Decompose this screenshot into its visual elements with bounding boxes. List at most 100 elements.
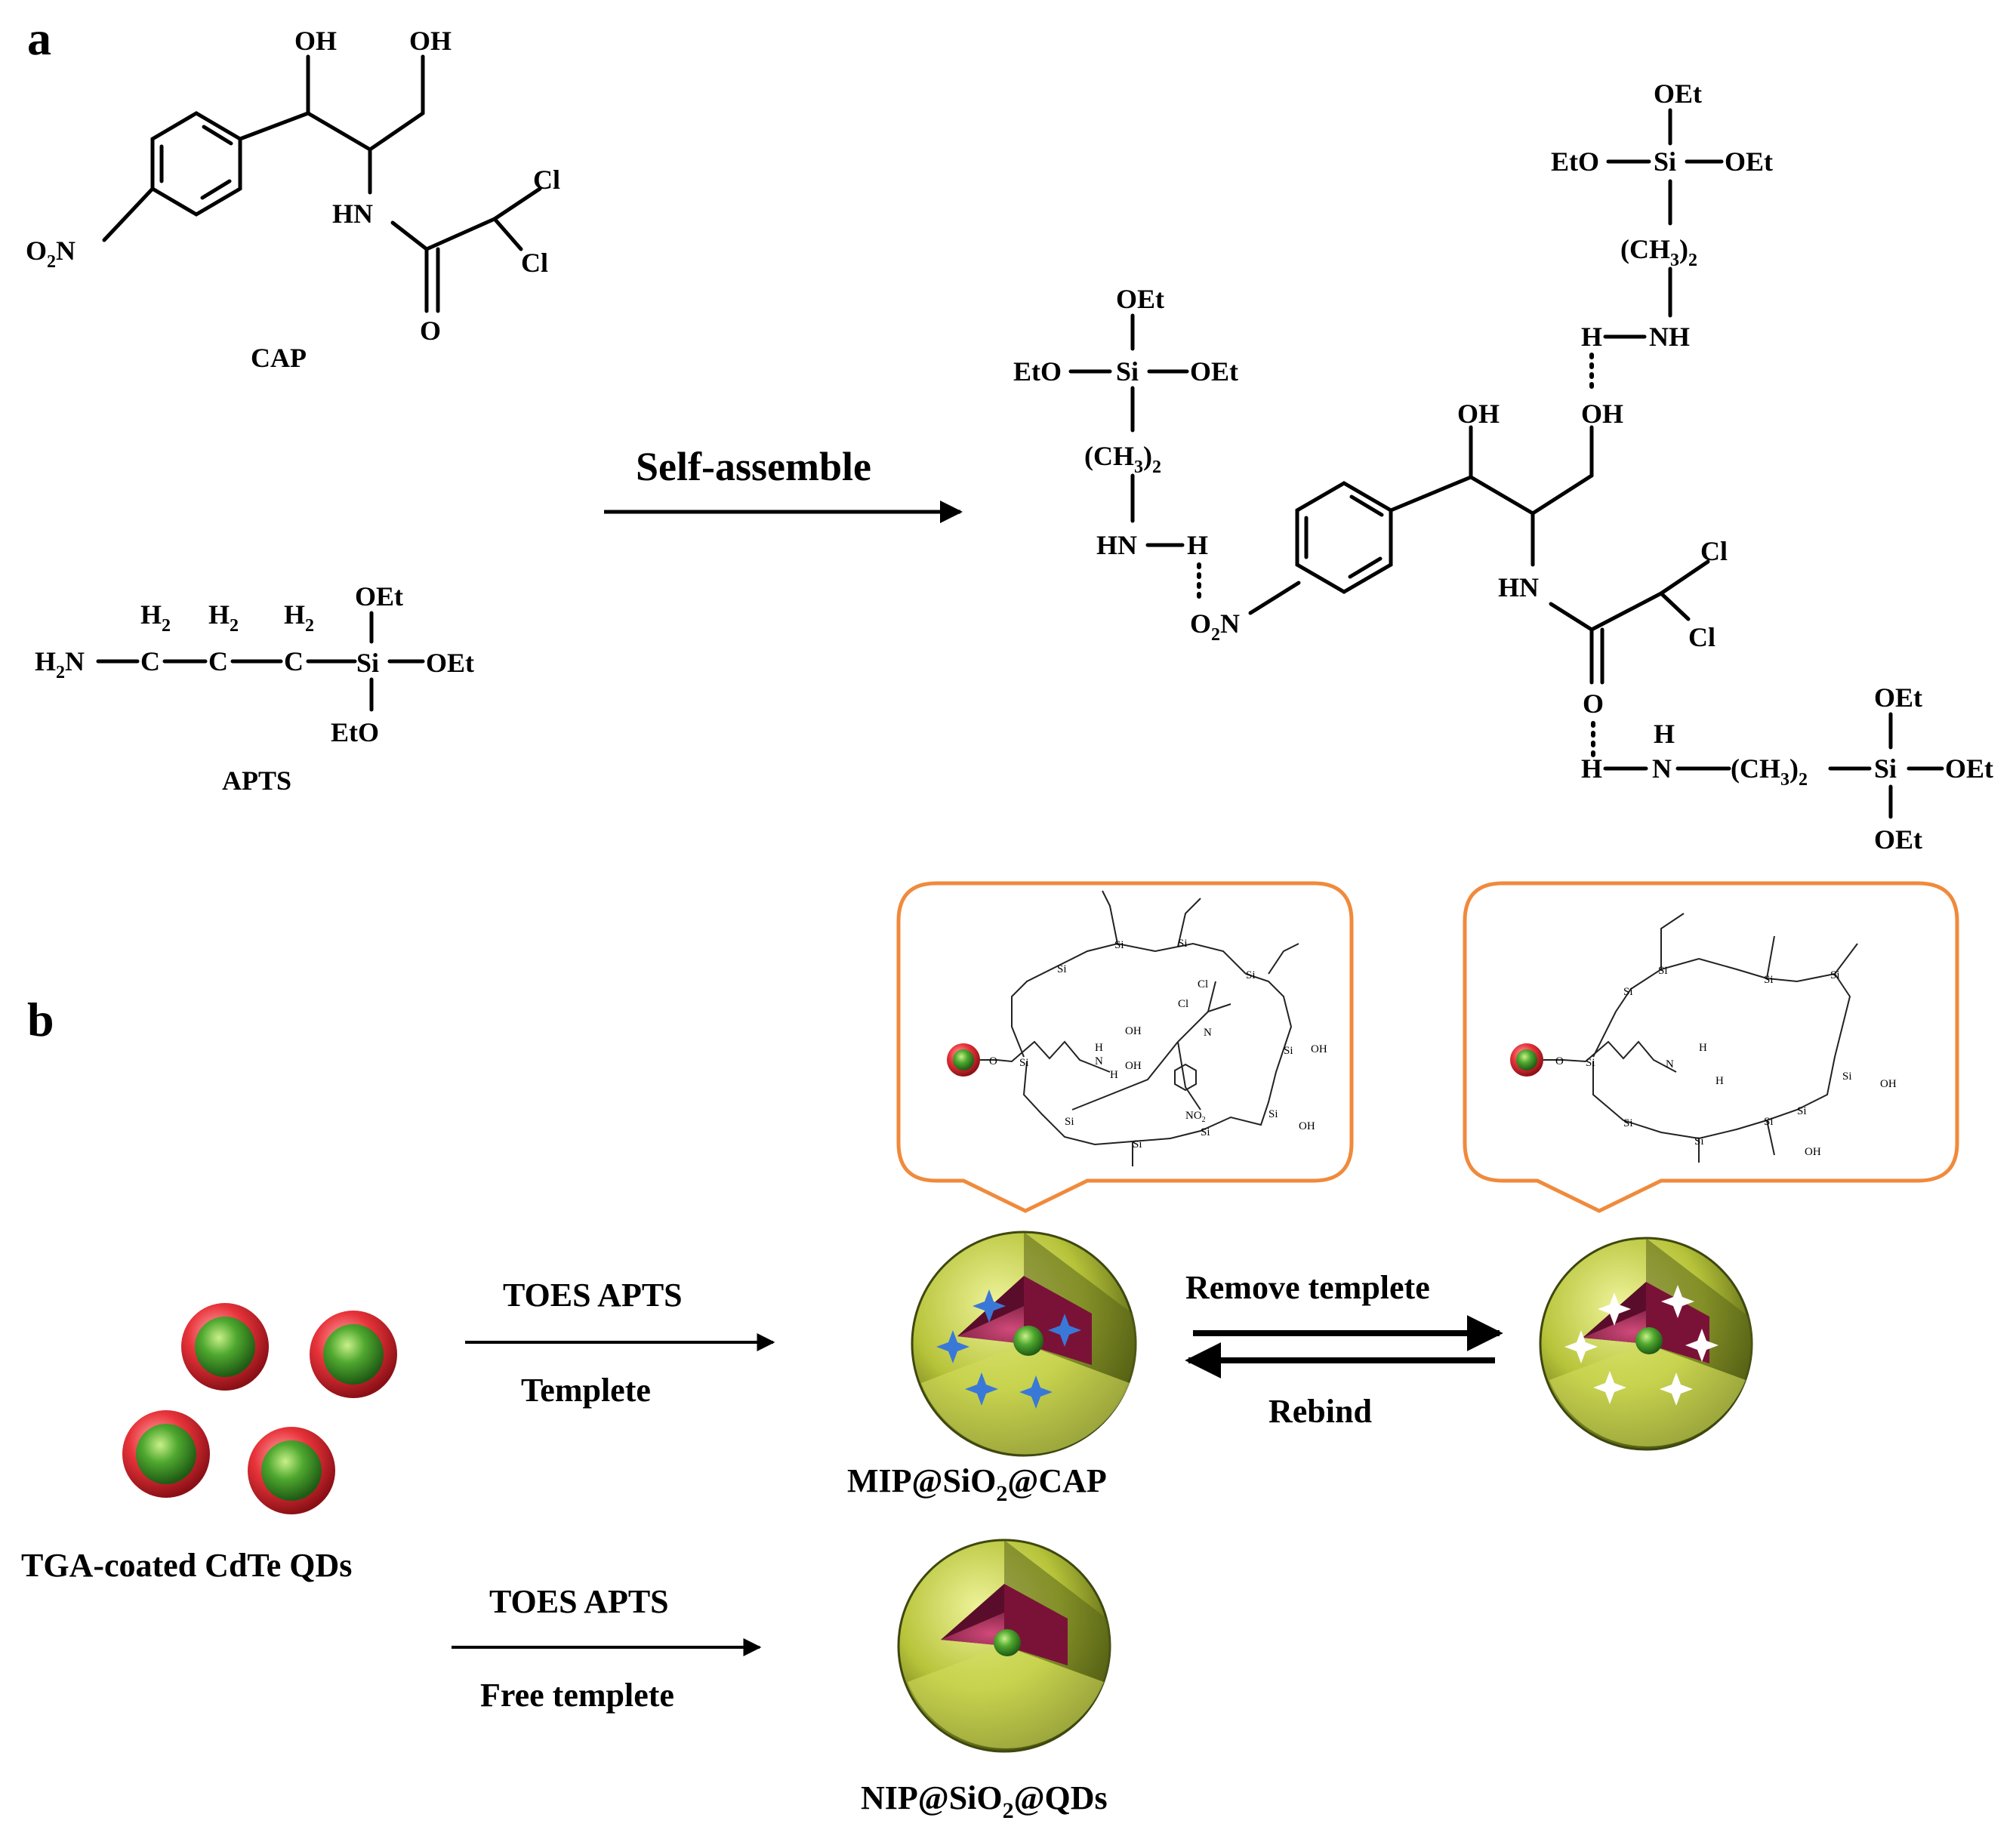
- mip-sphere: [911, 1231, 1137, 1457]
- step1-bottom-label: Templete: [521, 1372, 651, 1409]
- qds-label: TGA-coated CdTe QDs: [21, 1547, 352, 1584]
- callout-mip-si-9: Si: [1114, 939, 1124, 951]
- apts-structure: H2N C H2 C H2 C H2 Si OEt OEt EtO APTS: [35, 581, 474, 796]
- callout-mip-no2: NO2: [1185, 1110, 1206, 1124]
- cap-hn: HN: [332, 199, 373, 229]
- apts-h2-1: H2: [140, 599, 171, 636]
- template-marker: [973, 1289, 1006, 1323]
- apts-c-2: C: [208, 646, 228, 676]
- complex-left-ch3: (CH3)2: [1084, 441, 1161, 477]
- complex-bottom-si: Si: [1874, 753, 1897, 784]
- callout-mip-oh-1: OH: [1299, 1120, 1315, 1132]
- cap-cl-2: Cl: [521, 248, 548, 278]
- complex-left-si: Si: [1116, 356, 1139, 387]
- apts-oet-right: OEt: [426, 648, 474, 678]
- callout-mip-si-8: Si: [1178, 938, 1188, 950]
- step1-top-label: TOES APTS: [503, 1277, 683, 1314]
- complex-oh-1: OH: [1457, 399, 1500, 429]
- cavity-marker: [1593, 1371, 1626, 1404]
- apts-name: APTS: [222, 765, 291, 796]
- callout-cavity: [1463, 881, 1959, 1213]
- template-marker: [1019, 1375, 1053, 1409]
- quantum-dot: [310, 1311, 397, 1398]
- callout-cavity-si-5: Si: [1797, 1105, 1807, 1117]
- apts-si: Si: [356, 648, 379, 678]
- mip-label: MIP@SiO2@CAP: [847, 1462, 1107, 1506]
- quantum-dot: [181, 1303, 269, 1391]
- cavity-marker: [1661, 1285, 1694, 1318]
- callout-mip-h-2: H: [1110, 1069, 1118, 1081]
- callout-mip-si-5: Si: [1268, 1108, 1278, 1120]
- cap-structure: O2N OH OH HN Cl Cl O CAP: [26, 26, 560, 373]
- complex-bottom-n: N: [1652, 753, 1672, 784]
- callout-mip-oh-4: OH: [1125, 1060, 1142, 1072]
- callout-cavity-si-8: Si: [1764, 974, 1774, 986]
- callout-cavity-si-6: Si: [1842, 1070, 1852, 1083]
- complex-top-oet-top: OEt: [1654, 79, 1702, 109]
- complex-top-si: Si: [1654, 146, 1676, 177]
- cavity-marker: [1598, 1292, 1631, 1326]
- callout-mip-si-2: Si: [1065, 1116, 1074, 1128]
- callout-cavity-h-2: H: [1715, 1075, 1724, 1087]
- complex-top-h: H: [1581, 322, 1602, 352]
- callout-mip-si-7: Si: [1246, 969, 1256, 981]
- callout-cavity-si-7: Si: [1830, 969, 1840, 981]
- callout-cavity-oh-1: OH: [1805, 1146, 1821, 1158]
- callout-cavity-h-1: H: [1699, 1042, 1707, 1054]
- self-assemble-label: Self-assemble: [636, 444, 871, 489]
- mip-template-markers: [936, 1289, 1081, 1409]
- complex-hn: HN: [1498, 572, 1539, 602]
- callout-mip-si-6: Si: [1284, 1045, 1293, 1057]
- quantum-dot: [122, 1410, 210, 1498]
- complex-cl-2: Cl: [1688, 622, 1715, 652]
- callout-mip-o-1: O: [989, 1055, 997, 1067]
- cavity-markers: [1564, 1285, 1719, 1406]
- callout-mip: [896, 881, 1354, 1213]
- complex-bottom-h-top: H: [1654, 719, 1675, 749]
- callout-cavity-network: Si O Si Si Si Si OH Si OH Si Si Si Si N …: [1510, 913, 1897, 1163]
- callout-cavity-oh-2: OH: [1880, 1078, 1897, 1090]
- complex-bottom-oet-right: OEt: [1945, 753, 1993, 784]
- callout-cavity-si-4: Si: [1764, 1116, 1774, 1128]
- callout-cavity-n: N: [1666, 1058, 1674, 1070]
- callout-mip-cl-1: Cl: [1198, 978, 1208, 990]
- complex-top-nh: NH: [1649, 322, 1690, 352]
- cap-cl-1: Cl: [533, 165, 560, 195]
- complex-bottom-oet-top: OEt: [1874, 682, 1922, 713]
- callout-mip-si-1: Si: [1019, 1057, 1029, 1069]
- complex-left-oet-top: OEt: [1116, 284, 1164, 314]
- step2-top-label: TOES APTS: [489, 1583, 669, 1620]
- complex-oh-2: OH: [1581, 399, 1623, 429]
- apts-c-3: C: [284, 646, 304, 676]
- panel-label-a: a: [27, 11, 51, 65]
- template-marker: [936, 1330, 969, 1363]
- callout-cavity-si-1: Si: [1586, 1057, 1595, 1069]
- cap-oh-1: OH: [294, 26, 337, 56]
- complex-top-ch3: (CH3)2: [1620, 234, 1697, 270]
- complex-o: O: [1583, 688, 1604, 719]
- cavity-marker: [1564, 1330, 1598, 1363]
- remove-template-label: Remove templete: [1185, 1269, 1430, 1306]
- callout-mip-si-4: Si: [1201, 1126, 1210, 1138]
- complex-left-eto: EtO: [1013, 356, 1062, 387]
- callout-mip-n-2: N: [1204, 1027, 1212, 1039]
- cap-o2n: O2N: [26, 236, 76, 272]
- nip-label: NIP@SiO2@QDs: [861, 1779, 1108, 1823]
- quantum-dot: [248, 1427, 335, 1514]
- complex-o2n: O2N: [1190, 608, 1240, 645]
- nip-sphere: [897, 1539, 1111, 1753]
- cap-apts-complex: OEt EtO Si OEt (CH3)2 HN H O2N OH OH HN: [1013, 79, 1993, 855]
- cap-oh-2: OH: [409, 26, 452, 56]
- callout-mip-n: N: [1095, 1055, 1103, 1067]
- callout-mip-si-3: Si: [1133, 1138, 1142, 1151]
- apts-oet-top: OEt: [355, 581, 403, 611]
- cavity-marker: [1685, 1329, 1719, 1362]
- cavity-marker: [1660, 1372, 1693, 1406]
- callout-mip-oh-2: OH: [1311, 1043, 1327, 1055]
- cap-name: CAP: [251, 343, 307, 373]
- callout-cavity-si-10: Si: [1623, 986, 1633, 998]
- apts-eto: EtO: [331, 717, 379, 747]
- apts-c-1: C: [140, 646, 160, 676]
- callout-mip-si-10: Si: [1057, 963, 1067, 975]
